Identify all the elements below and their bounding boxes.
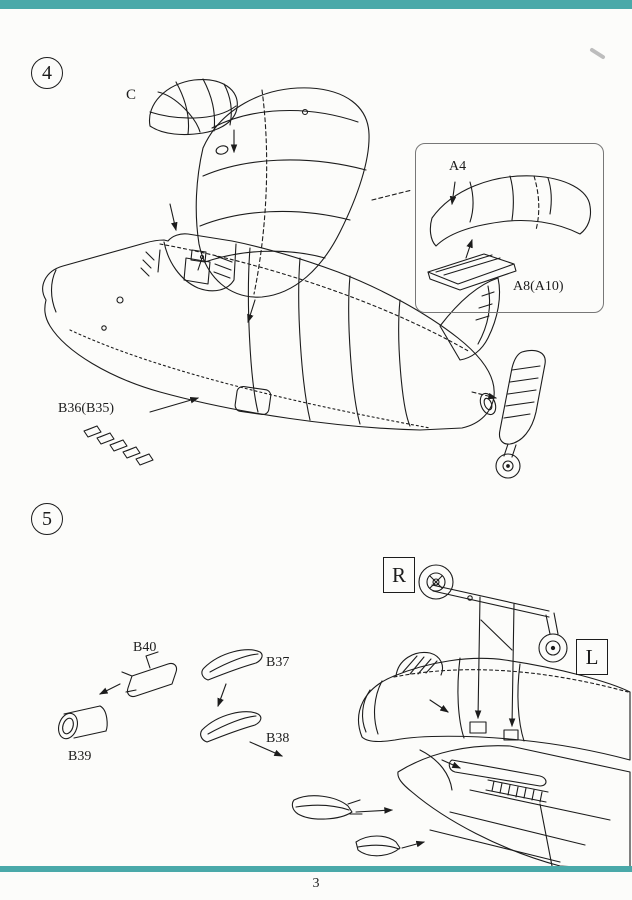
nose-assembly bbox=[358, 651, 631, 871]
step5-illustration bbox=[57, 564, 631, 871]
canopy-part-c bbox=[148, 78, 238, 154]
label-b36-b35: B36(B35) bbox=[58, 401, 114, 416]
label-b37: B37 bbox=[266, 655, 290, 670]
marker-left-text: L bbox=[585, 644, 599, 669]
underwing-parts bbox=[291, 795, 426, 857]
top-border-bar bbox=[0, 0, 632, 9]
inset-illustration bbox=[427, 175, 592, 291]
part-b37 bbox=[201, 649, 263, 708]
dolly-assembly bbox=[418, 564, 568, 741]
cockpit-arrow bbox=[169, 203, 178, 232]
strut-arrow-left bbox=[508, 603, 516, 728]
marker-left-box: L bbox=[576, 639, 608, 675]
wing-top-section bbox=[195, 87, 413, 324]
label-canopy-c: C bbox=[126, 87, 137, 103]
step-5-number-text: 5 bbox=[42, 508, 52, 530]
b36-arrow bbox=[149, 396, 200, 413]
fuselage-assembly bbox=[42, 203, 501, 431]
label-b38: B38 bbox=[266, 731, 290, 746]
part-b40 bbox=[99, 651, 178, 698]
marker-right-box: R bbox=[383, 557, 415, 593]
strut-arrow-right bbox=[474, 596, 482, 720]
label-a8-a10: A8(A10) bbox=[513, 279, 564, 294]
label-a4: A4 bbox=[449, 159, 467, 174]
tail-assembly bbox=[471, 349, 546, 479]
bottom-border-bar bbox=[0, 866, 632, 872]
step-4-number-text: 4 bbox=[42, 62, 52, 84]
part-b38 bbox=[200, 711, 284, 757]
step-4-number: 4 bbox=[31, 57, 63, 89]
a8-arrow bbox=[465, 238, 473, 259]
exhaust-parts-b36 bbox=[83, 396, 200, 466]
page-number: 3 bbox=[312, 876, 320, 891]
inset-leader-line bbox=[371, 189, 413, 201]
scan-corner-mark bbox=[590, 48, 605, 59]
marker-right-text: R bbox=[391, 562, 406, 587]
a4-arrow bbox=[449, 181, 457, 206]
label-b40: B40 bbox=[133, 640, 157, 655]
part-b39 bbox=[57, 705, 108, 740]
step4-illustration bbox=[42, 78, 592, 479]
step-5-number: 5 bbox=[31, 503, 63, 535]
label-b39: B39 bbox=[68, 749, 92, 764]
